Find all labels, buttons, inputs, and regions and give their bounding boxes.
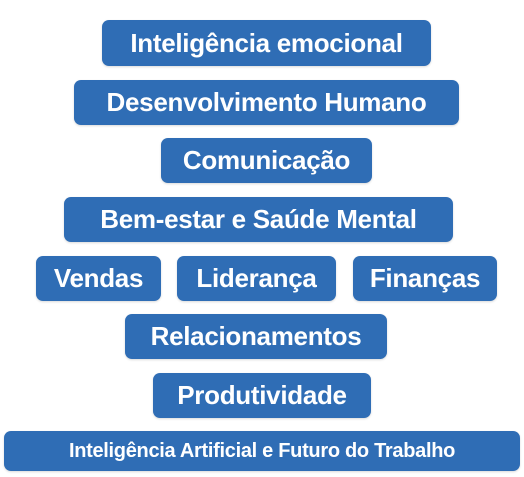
tag-inteligencia-emocional: Inteligência emocional	[102, 20, 431, 66]
tag-lideranca: Liderança	[177, 256, 336, 301]
tag-vendas: Vendas	[36, 256, 161, 301]
tag-comunicacao: Comunicação	[161, 138, 372, 183]
tag-bem-estar-saude-mental: Bem-estar e Saúde Mental	[64, 197, 453, 242]
tag-inteligencia-artificial-futuro-trabalho: Inteligência Artificial e Futuro do Trab…	[4, 431, 520, 471]
tag-desenvolvimento-humano: Desenvolvimento Humano	[74, 80, 459, 125]
tag-financas: Finanças	[353, 256, 497, 301]
tag-relacionamentos: Relacionamentos	[125, 314, 387, 359]
tag-produtividade: Produtividade	[153, 373, 371, 418]
